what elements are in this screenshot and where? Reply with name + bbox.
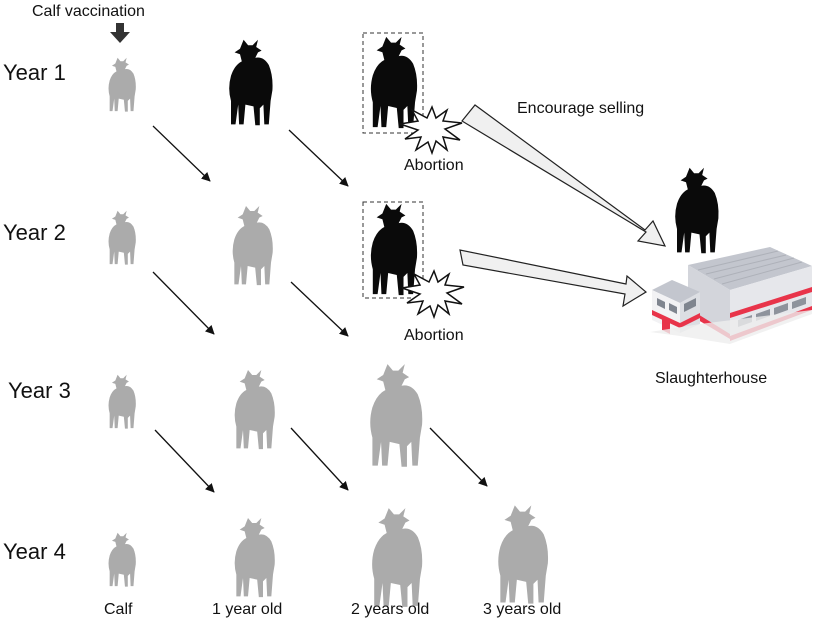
row-label-year-1: Year 1 bbox=[3, 60, 66, 85]
row-label-year-3: Year 3 bbox=[8, 378, 71, 403]
calf-vaccination-label: Calf vaccination bbox=[32, 3, 145, 20]
calf-cow-year-2 bbox=[108, 210, 136, 265]
abortion-label-year-2: Abortion bbox=[404, 327, 464, 344]
one-year-cow-year-2 bbox=[232, 206, 273, 286]
slaughterhouse-building-icon bbox=[650, 247, 812, 344]
sold-cow-icon bbox=[675, 167, 719, 254]
abortion-burst-icon bbox=[401, 269, 465, 320]
abortion-highlight-box-year-1 bbox=[362, 32, 424, 134]
one-year-cow-year-3 bbox=[234, 370, 275, 450]
three-year-cow-year-4 bbox=[498, 505, 549, 604]
selling-arrow-from-year-2 bbox=[459, 249, 648, 308]
two-year-cow-year-4 bbox=[372, 508, 423, 607]
row-label-year-4: Year 4 bbox=[3, 539, 66, 564]
abortion-label-year-1: Abortion bbox=[404, 157, 464, 174]
unvaccinated-cow-year-1 bbox=[229, 39, 273, 126]
slaughterhouse-label: Slaughterhouse bbox=[655, 370, 768, 387]
column-label-3-years-old: 3 years old bbox=[483, 601, 562, 618]
vaccination-down-arrow-icon bbox=[110, 23, 130, 43]
column-label-2-years-old: 2 years old bbox=[351, 601, 430, 618]
unvaccinated-cow-aborting-year-1 bbox=[370, 36, 418, 129]
column-label-calf: Calf bbox=[104, 601, 133, 618]
calf-cow-year-4 bbox=[108, 532, 136, 587]
unvaccinated-cow-aborting-year-2 bbox=[370, 203, 418, 296]
column-label-1-year-old: 1 year old bbox=[212, 601, 283, 618]
selling-arrow-from-year-1 bbox=[461, 104, 667, 247]
calf-cow-year-1 bbox=[108, 57, 136, 112]
aging-arrows bbox=[152, 125, 488, 493]
one-year-cow-year-4 bbox=[234, 518, 275, 598]
row-label-year-2: Year 2 bbox=[3, 220, 66, 245]
abortion-highlight-box-year-2 bbox=[362, 201, 424, 299]
calf-cow-year-3 bbox=[108, 374, 136, 429]
encourage-selling-label: Encourage selling bbox=[517, 100, 645, 117]
two-year-cow-year-3 bbox=[370, 364, 423, 467]
abortion-burst-icon bbox=[399, 105, 463, 156]
